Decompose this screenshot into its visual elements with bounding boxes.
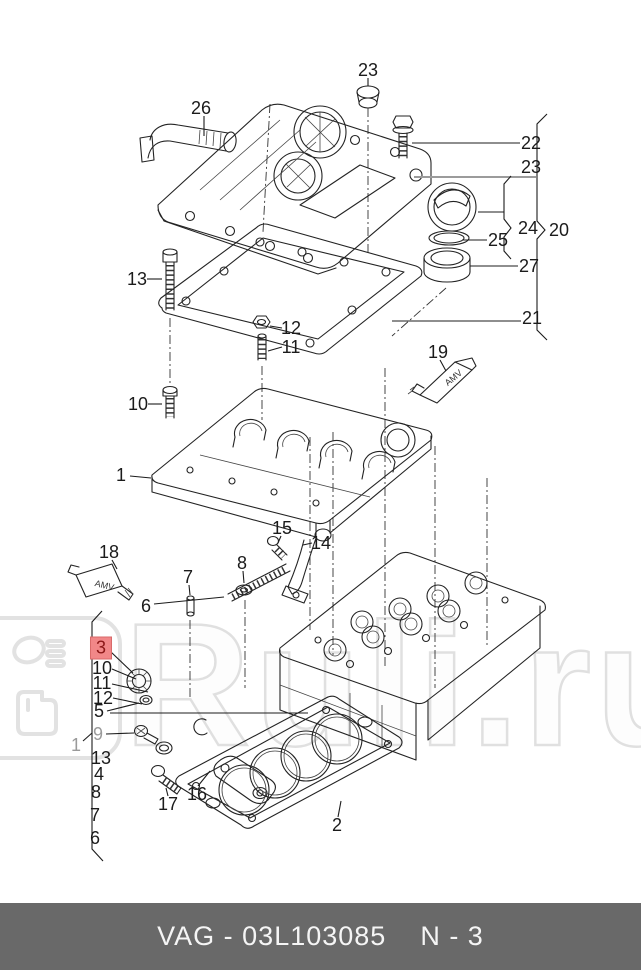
- part-callout[interactable]: 23: [520, 157, 542, 177]
- footer-bar: VAG - 03L103085 N - 3: [0, 903, 641, 970]
- part-callout[interactable]: 18: [98, 542, 120, 562]
- nut-12: [253, 316, 270, 328]
- part-callout[interactable]: 16: [186, 784, 208, 804]
- support-bracket-14: [282, 529, 331, 603]
- washer-8: [236, 585, 252, 595]
- part-callout[interactable]: 9: [92, 724, 104, 744]
- footer-part-number: VAG - 03L103085: [157, 921, 387, 951]
- part-callout[interactable]: 5: [93, 701, 105, 721]
- part-callout[interactable]: 12: [280, 318, 302, 338]
- cover-bolt: [393, 116, 413, 158]
- part-callout[interactable]: 11: [92, 673, 112, 693]
- part-callout[interactable]: 8: [90, 782, 102, 802]
- part-callout[interactable]: 8: [236, 553, 248, 573]
- group-brackets: [92, 114, 547, 861]
- footer-page-ref: N - 3: [420, 921, 484, 951]
- lifting-bracket-16: [214, 756, 276, 803]
- part-callout[interactable]: 21: [521, 308, 543, 328]
- camshaft-housing: [152, 388, 432, 537]
- cover-plug: [357, 86, 379, 108]
- sealant-tube-label: AMV: [94, 578, 115, 592]
- bolt-15: [268, 537, 288, 561]
- part-callout[interactable]: 7: [182, 567, 194, 587]
- nut-5: [140, 696, 152, 705]
- part-callout[interactable]: 10: [91, 658, 113, 678]
- camshaft-seal-3: [127, 669, 151, 693]
- part-callout[interactable]: 11: [281, 337, 301, 357]
- sealant-tube-18: AMV: [68, 564, 133, 600]
- part-callout[interactable]: 22: [520, 133, 542, 153]
- part-callout[interactable]: 10: [127, 394, 149, 414]
- part-callout-selected[interactable]: 3: [89, 636, 113, 660]
- part-callout[interactable]: 7: [89, 805, 101, 825]
- stud-11: [258, 334, 266, 360]
- valve-cover: [158, 104, 431, 274]
- watermark-logo-icon: [0, 616, 122, 760]
- part-callout[interactable]: 19: [427, 342, 449, 362]
- part-callout[interactable]: 4: [93, 764, 105, 784]
- diagram-artwork: AMV AMV: [0, 0, 641, 903]
- part-callout[interactable]: 13: [126, 269, 148, 289]
- sealing-plug-4: [156, 742, 172, 754]
- part-callout[interactable]: 14: [310, 533, 332, 553]
- part-callout[interactable]: 17: [157, 794, 179, 814]
- breather-hose: [140, 124, 237, 162]
- head-gasket: [176, 696, 402, 828]
- part-callout[interactable]: 27: [518, 256, 540, 276]
- part-callout[interactable]: 2: [331, 815, 343, 835]
- part-callout[interactable]: 12: [92, 688, 114, 708]
- part-callout[interactable]: 1: [70, 735, 82, 755]
- part-callout[interactable]: 24: [517, 218, 539, 238]
- part-callout[interactable]: 23: [357, 60, 379, 80]
- cover-gasket: [159, 224, 422, 354]
- bolt-10: [163, 387, 177, 419]
- centerlines: [170, 104, 487, 700]
- part-callout[interactable]: 1: [115, 465, 127, 485]
- leader-lines: [83, 78, 536, 817]
- part-callout[interactable]: 26: [190, 98, 212, 118]
- part-callout[interactable]: 25: [487, 230, 509, 250]
- part-callout[interactable]: 13: [90, 748, 112, 768]
- part-callout[interactable]: 20: [548, 220, 570, 240]
- stud-6: [228, 564, 290, 601]
- cylinder-head: [280, 552, 546, 760]
- dowel-pin-7: [187, 596, 194, 616]
- part-callout[interactable]: 15: [271, 518, 293, 538]
- part-callout[interactable]: 6: [140, 596, 152, 616]
- bolt-9: [135, 726, 159, 745]
- diagram-canvas: Ruli.ru: [0, 0, 641, 903]
- cover-bolt-13: [163, 249, 177, 310]
- part-callout[interactable]: 6: [89, 828, 101, 848]
- circlip: [194, 719, 207, 735]
- oil-filler-cap: [424, 183, 476, 282]
